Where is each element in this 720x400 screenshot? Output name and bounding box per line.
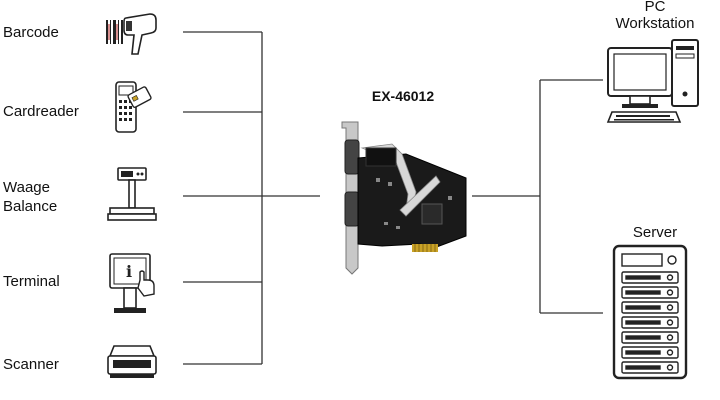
drive-led xyxy=(666,364,674,371)
pc-workstation-icon xyxy=(606,39,699,123)
drive-slot xyxy=(625,290,661,295)
drive-led xyxy=(666,334,674,341)
drive-slot xyxy=(625,305,661,310)
product-model-title: EX-46012 xyxy=(371,88,435,104)
label-barcode: Barcode xyxy=(3,24,59,41)
svg-text:i: i xyxy=(126,262,132,281)
drive-led xyxy=(666,319,674,326)
server-rack-icon xyxy=(612,244,688,380)
drive-slot xyxy=(625,335,661,340)
label-cardreader: Cardreader xyxy=(3,103,79,120)
label-server: Server xyxy=(632,224,678,241)
barcode-scanner-icon xyxy=(106,13,157,55)
drive-slot xyxy=(625,320,661,325)
drive-slot xyxy=(625,350,661,355)
info-terminal-icon: i xyxy=(109,253,155,313)
flatbed-scanner-icon xyxy=(107,345,157,378)
pcie-serial-card-image xyxy=(341,121,467,275)
drive-led xyxy=(666,304,674,311)
drive-led xyxy=(666,289,674,296)
drive-led xyxy=(666,274,674,281)
label-waage-balance: Waage Balance xyxy=(3,179,58,215)
card-reader-icon xyxy=(115,81,152,133)
label-scanner: Scanner xyxy=(3,356,59,373)
drive-slot xyxy=(625,275,661,280)
label-terminal: Terminal xyxy=(3,273,60,290)
scale-icon xyxy=(107,167,157,221)
drive-slot xyxy=(625,365,661,370)
label-pc-workstation: PC Workstation xyxy=(615,0,695,32)
drive-led xyxy=(666,349,674,356)
